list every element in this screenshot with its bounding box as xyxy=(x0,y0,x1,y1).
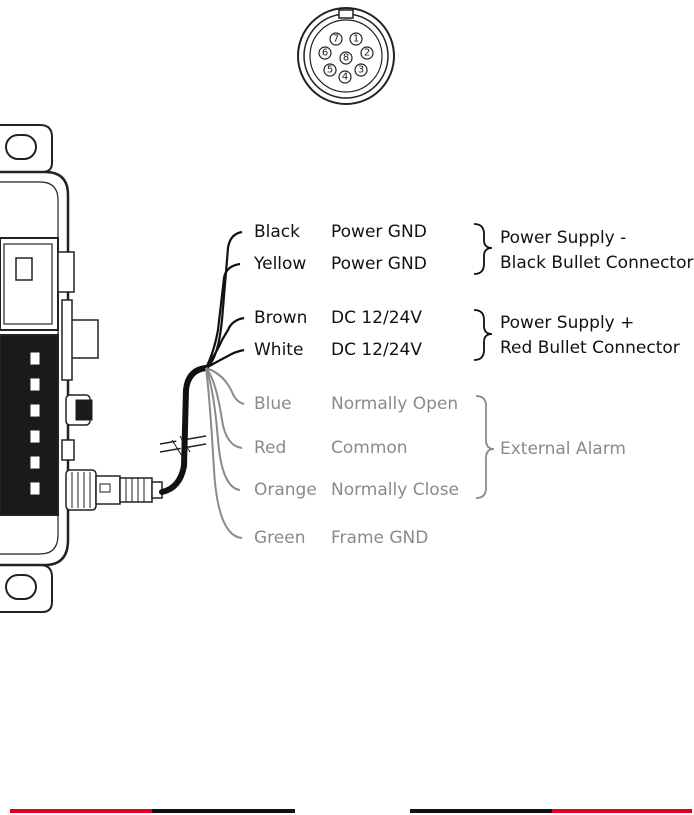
wire-function-brown: DC 12/24V xyxy=(331,308,422,328)
wire-label-blue: Blue xyxy=(254,394,292,414)
brace-power xyxy=(474,310,492,360)
wire-function-white: DC 12/24V xyxy=(331,340,422,360)
svg-text:6: 6 xyxy=(322,48,328,59)
brace-ground xyxy=(474,224,492,274)
wire-label-white: White xyxy=(254,340,303,360)
main-cable xyxy=(162,368,206,492)
wire-function-green: Frame GND xyxy=(331,528,428,548)
group-alarm-label: External Alarm xyxy=(500,439,626,459)
wire-label-brown: Brown xyxy=(254,308,307,328)
wire-function-red: Common xyxy=(331,438,408,458)
connector-pinout: 1 2 3 4 5 6 7 8 xyxy=(298,8,394,104)
wire-function-black: Power GND xyxy=(331,222,427,242)
group-ground-line1: Power Supply - xyxy=(500,228,626,248)
wire-function-orange: Normally Close xyxy=(331,480,459,500)
wire-function-blue: Normally Open xyxy=(331,394,458,414)
aviation-plug xyxy=(66,470,162,510)
svg-text:3: 3 xyxy=(358,65,364,76)
dark-wires xyxy=(206,232,244,368)
svg-text:8: 8 xyxy=(343,53,349,64)
group-power-line1: Power Supply + xyxy=(500,313,634,333)
gray-wires xyxy=(206,368,244,538)
svg-text:5: 5 xyxy=(327,65,333,76)
svg-text:2: 2 xyxy=(364,48,370,59)
wire-function-yellow: Power GND xyxy=(331,254,427,274)
svg-text:7: 7 xyxy=(333,34,339,45)
wire-label-yellow: Yellow xyxy=(254,254,306,274)
wire-black xyxy=(206,232,242,368)
group-ground-line2: Black Bullet Connector xyxy=(500,253,694,273)
wire-label-red: Red xyxy=(254,438,286,458)
device-body xyxy=(0,125,98,612)
wire-brown xyxy=(206,318,244,368)
brace-alarm xyxy=(476,396,494,498)
wire-label-orange: Orange xyxy=(254,480,317,500)
wire-label-green: Green xyxy=(254,528,305,548)
wire-label-black: Black xyxy=(254,222,300,242)
svg-text:1: 1 xyxy=(353,34,359,45)
svg-text:4: 4 xyxy=(342,72,348,83)
group-power-line2: Red Bullet Connector xyxy=(500,338,680,358)
